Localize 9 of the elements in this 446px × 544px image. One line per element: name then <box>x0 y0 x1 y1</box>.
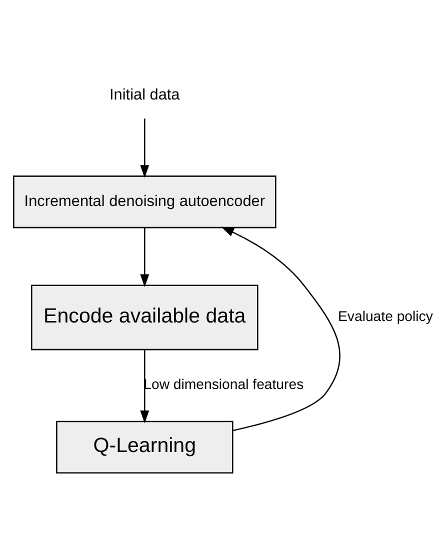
node-box: Q-Learning <box>56 420 234 473</box>
arrow <box>140 118 150 178</box>
node-box: Incremental denoising autoencoder <box>13 175 276 228</box>
node-text: Initial data <box>110 86 180 103</box>
arrow <box>140 227 150 287</box>
edge-label: Evaluate policy <box>338 308 433 324</box>
arrow <box>140 349 150 423</box>
arrow <box>221 226 340 431</box>
node-box: Encode available data <box>30 284 258 350</box>
